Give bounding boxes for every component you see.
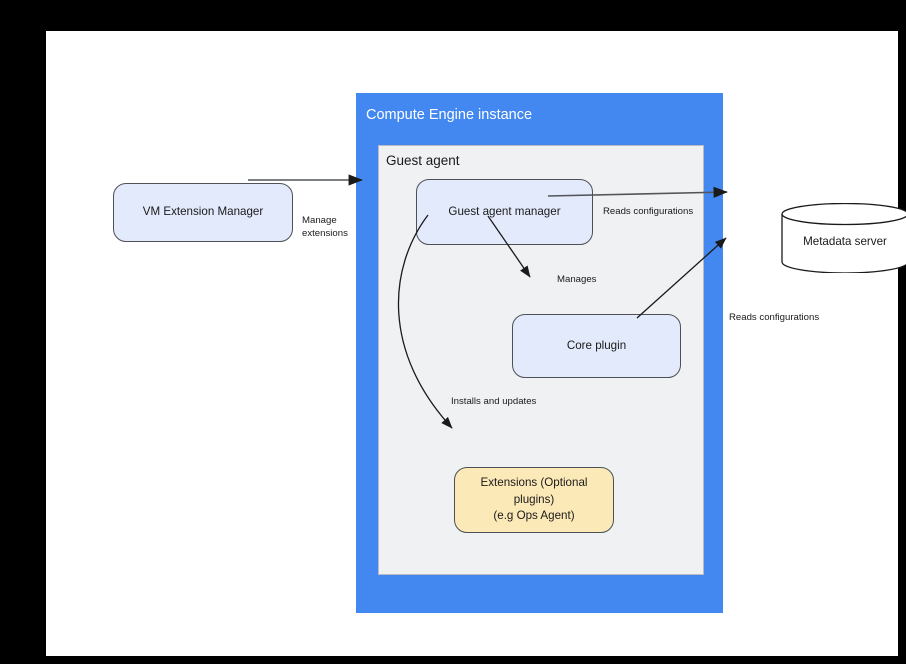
node-metadata-server-label: Metadata server — [803, 234, 887, 248]
node-guest-agent-manager[interactable]: Guest agent manager — [416, 179, 593, 245]
node-core-plugin-label: Core plugin — [566, 338, 627, 352]
edge-label-manage-extensions: Manage extensions — [302, 215, 348, 240]
edge-label-installs-and-updates: Installs and updates — [451, 396, 537, 407]
node-metadata-server[interactable]: Metadata server — [781, 203, 906, 273]
guest-agent-panel-title: Guest agent — [386, 153, 460, 168]
node-vm-extension-manager-label: VM Extension Manager — [142, 205, 264, 219]
edge-label-manages: Manages — [557, 274, 597, 285]
compute-engine-instance-title: Compute Engine instance — [366, 107, 533, 123]
diagram-canvas: Compute Engine instance Guest agent VM E… — [46, 31, 906, 656]
node-guest-agent-manager-label: Guest agent manager — [448, 204, 561, 218]
node-extensions-label-line1: Extensions (Optional plugins) — [480, 476, 588, 506]
node-core-plugin[interactable]: Core plugin — [512, 314, 681, 378]
node-extensions-label-line2: (e.g Ops Agent) — [493, 509, 575, 523]
edge-label-reads-configurations-top: Reads configurations — [603, 206, 694, 217]
edge-label-manage-extensions-line1: Manage — [302, 215, 337, 226]
node-extensions[interactable]: Extensions (Optional plugins) (e.g Ops A… — [454, 467, 614, 533]
edge-label-manage-extensions-line2: extensions — [302, 227, 348, 239]
node-vm-extension-manager[interactable]: VM Extension Manager — [113, 183, 293, 242]
cylinder-icon — [781, 203, 906, 273]
node-extensions-labels: Extensions (Optional plugins) (e.g Ops A… — [463, 475, 605, 524]
edge-label-reads-configurations-bottom: Reads configurations — [729, 312, 820, 323]
